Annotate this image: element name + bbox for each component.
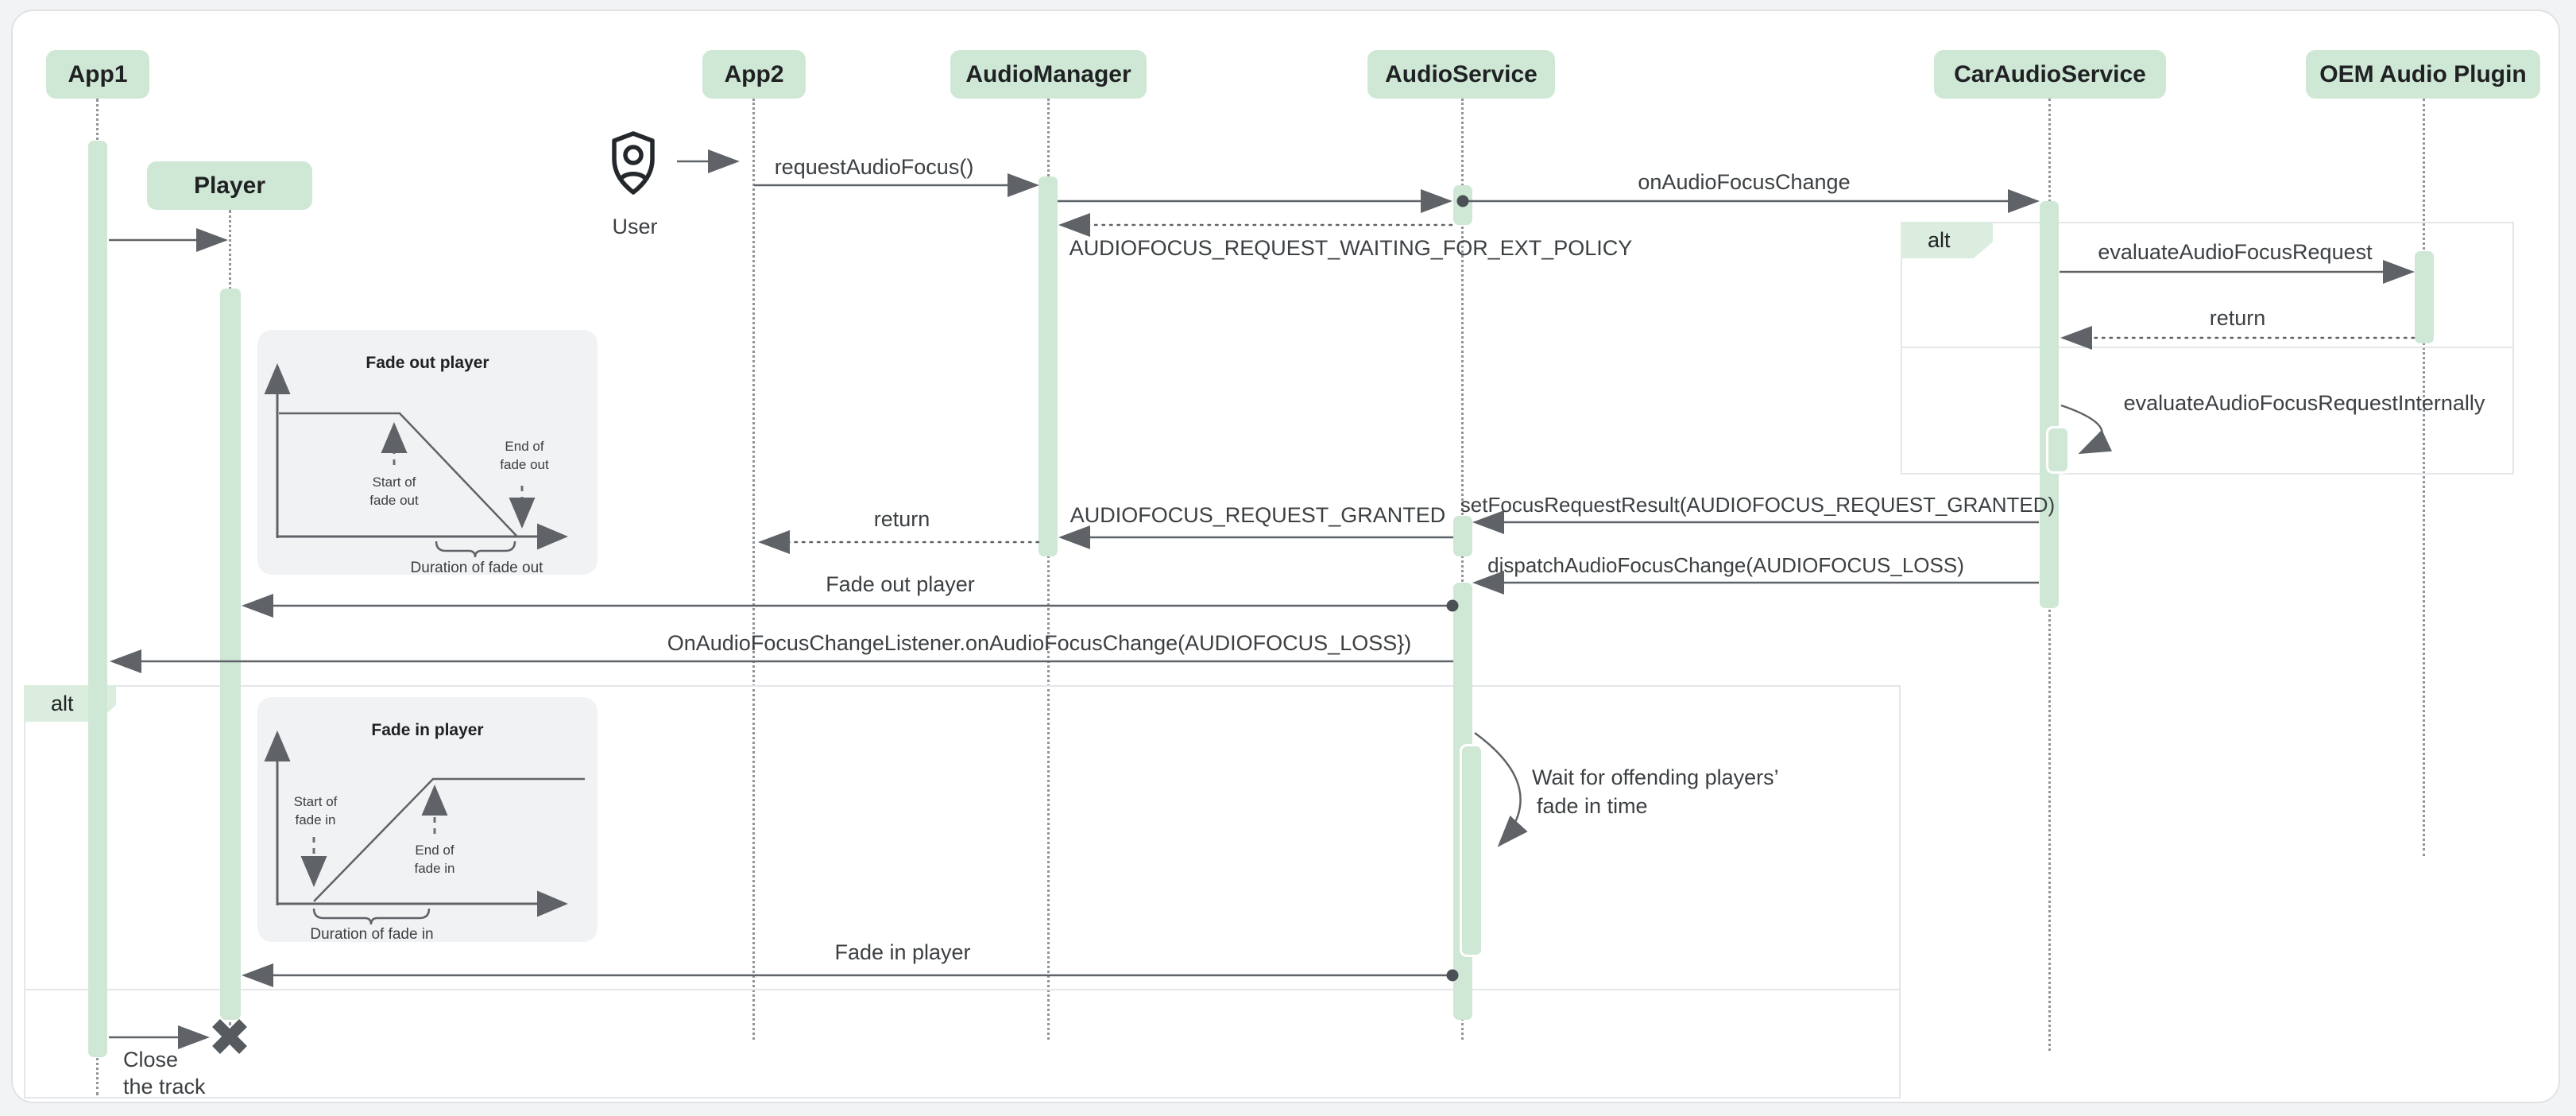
fade-out-end-label-1: End of <box>505 439 543 454</box>
label-on-change-listener: OnAudioFocusChangeListener.onAudioFocusC… <box>667 631 1412 655</box>
label-fade-in-player: Fade in player <box>834 940 971 964</box>
actor-audioservice: AudioService <box>1367 50 1555 99</box>
actor-caraudioservice: CarAudioService <box>1934 50 2166 99</box>
fade-in-title: Fade in player <box>371 721 483 739</box>
fade-out-duration-brace <box>435 541 516 558</box>
alt-frame-right-label: alt <box>1901 222 1993 258</box>
label-close-line1: Close <box>123 1048 179 1071</box>
activation-audioservice-2 <box>1453 516 1472 556</box>
label-waiting-ext-policy: AUDIOFOCUS_REQUEST_WAITING_FOR_EXT_POLIC… <box>1069 236 1633 260</box>
fade-out-start-label-1: Start of <box>373 475 416 490</box>
activation-audiomanager <box>1039 176 1058 556</box>
label-return-right: return <box>2209 306 2266 330</box>
fade-in-curve <box>313 777 585 902</box>
fade-in-duration-brace <box>312 908 431 925</box>
fade-in-end-label-1: End of <box>415 843 454 858</box>
activation-audioservice-1 <box>1453 185 1472 225</box>
label-fade-out-player: Fade out player <box>826 572 975 596</box>
fade-in-chart: Fade in player Start of fade in End of f… <box>264 721 585 943</box>
label-wait-line2: fade in time <box>1537 794 1648 818</box>
activation-app1 <box>88 141 107 1057</box>
user-label: User <box>612 215 658 238</box>
label-dispatch-focus-change: dispatchAudioFocusChange(AUDIOFOCUS_LOSS… <box>1487 553 1964 577</box>
fade-out-inset: Fade out player Start of fade out End of… <box>257 330 598 576</box>
lifeline-audioservice <box>1461 99 1464 1040</box>
label-on-audio-focus-change: onAudioFocusChange <box>1638 170 1851 194</box>
activation-caraudioservice <box>2040 201 2059 608</box>
alt-frame-left-divider <box>25 989 1899 990</box>
lifeline-audiomanager <box>1047 99 1050 1040</box>
player-box: Player <box>147 161 312 210</box>
fade-in-start-label-2: fade in <box>295 812 335 827</box>
label-request-audio-focus: requestAudioFocus() <box>774 155 974 179</box>
label-close-line2: the track <box>123 1075 206 1099</box>
activation-player <box>220 289 241 1020</box>
actor-app1: App1 <box>46 50 149 99</box>
actor-oem-audio-plugin: OEM Audio Plugin <box>2306 50 2540 99</box>
fade-in-duration-label: Duration of fade in <box>310 926 433 942</box>
label-evaluate-request: evaluateAudioFocusRequest <box>2098 240 2373 264</box>
label-return-left: return <box>873 507 930 531</box>
fade-in-inset: Fade in player Start of fade in End of f… <box>257 697 598 943</box>
fade-in-end-label-2: fade in <box>414 861 454 876</box>
fade-out-duration-label: Duration of fade out <box>411 560 544 575</box>
lifeline-oem-plugin <box>2423 99 2425 856</box>
alt-frame-right-divider <box>1902 347 2512 348</box>
label-evaluate-internally: evaluateAudioFocusRequestInternally <box>2123 391 2485 415</box>
label-wait-line1: Wait for offending players’ <box>1532 765 1779 789</box>
fade-out-title: Fade out player <box>366 354 489 372</box>
actor-app2: App2 <box>702 50 806 99</box>
activation-oem-plugin <box>2415 251 2434 343</box>
lifeline-app2 <box>752 99 755 1040</box>
fade-in-start-label-1: Start of <box>294 794 338 809</box>
fade-out-end-label-2: fade out <box>500 457 549 472</box>
activation-caraudioservice-nested <box>2046 426 2070 474</box>
alt-frame-right: alt <box>1901 222 2514 475</box>
fade-out-start-label-2: fade out <box>369 493 419 508</box>
actor-audiomanager: AudioManager <box>950 50 1147 99</box>
activation-audioservice-wait-nested <box>1460 744 1483 957</box>
label-request-granted: AUDIOFOCUS_REQUEST_GRANTED <box>1069 503 1446 527</box>
fade-out-curve <box>279 412 517 537</box>
label-set-focus-request-result: setFocusRequestResult(AUDIOFOCUS_REQUEST… <box>1460 493 2056 517</box>
fade-out-chart: Fade out player Start of fade out End of… <box>264 354 568 576</box>
